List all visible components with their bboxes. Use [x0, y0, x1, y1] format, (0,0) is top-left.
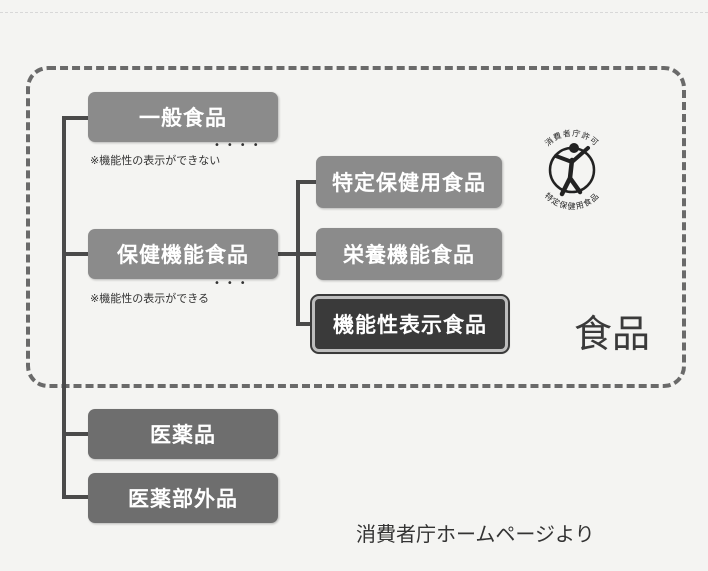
box-pharmaceuticals: 医薬品	[88, 409, 278, 459]
branch-functional-claim-food	[296, 322, 316, 326]
top-divider	[0, 12, 708, 13]
branch-quasi-drugs	[62, 495, 90, 499]
branch-connector	[278, 252, 300, 256]
source-credit: 消費者庁ホームページより	[356, 522, 595, 546]
emphasis-dots-can: •••	[214, 278, 253, 289]
foshu-mark-bottom-text: 特定保健用食品	[543, 190, 600, 211]
branch-nutrient-function-food	[296, 252, 316, 256]
branch-pharmaceuticals	[62, 432, 90, 436]
food-region-label: 食品	[574, 312, 651, 356]
main-trunk-line	[62, 116, 66, 499]
svg-text:特定保健用食品: 特定保健用食品	[543, 190, 601, 211]
box-general-food: 一般食品	[88, 92, 278, 142]
box-foshu: 特定保健用食品	[316, 156, 502, 208]
note-can-display: ※機能性の表示ができる	[90, 292, 209, 305]
branch-general-food	[62, 116, 90, 120]
food-region-border	[26, 66, 686, 388]
box-quasi-drugs: 医薬部外品	[88, 473, 278, 523]
box-functional-claim-food: 機能性表示食品	[310, 294, 510, 354]
branch-foshu	[296, 180, 316, 184]
foshu-approval-mark-icon: 消費者庁許可 特定保健用食品	[543, 128, 601, 211]
emphasis-dots-cannot: ••••	[214, 140, 266, 151]
note-cannot-display: ※機能性の表示ができない	[90, 154, 221, 167]
box-health-function-food: 保健機能食品	[88, 229, 278, 279]
branch-health-function-food	[62, 252, 90, 256]
box-nutrient-function-food: 栄養機能食品	[316, 228, 502, 280]
